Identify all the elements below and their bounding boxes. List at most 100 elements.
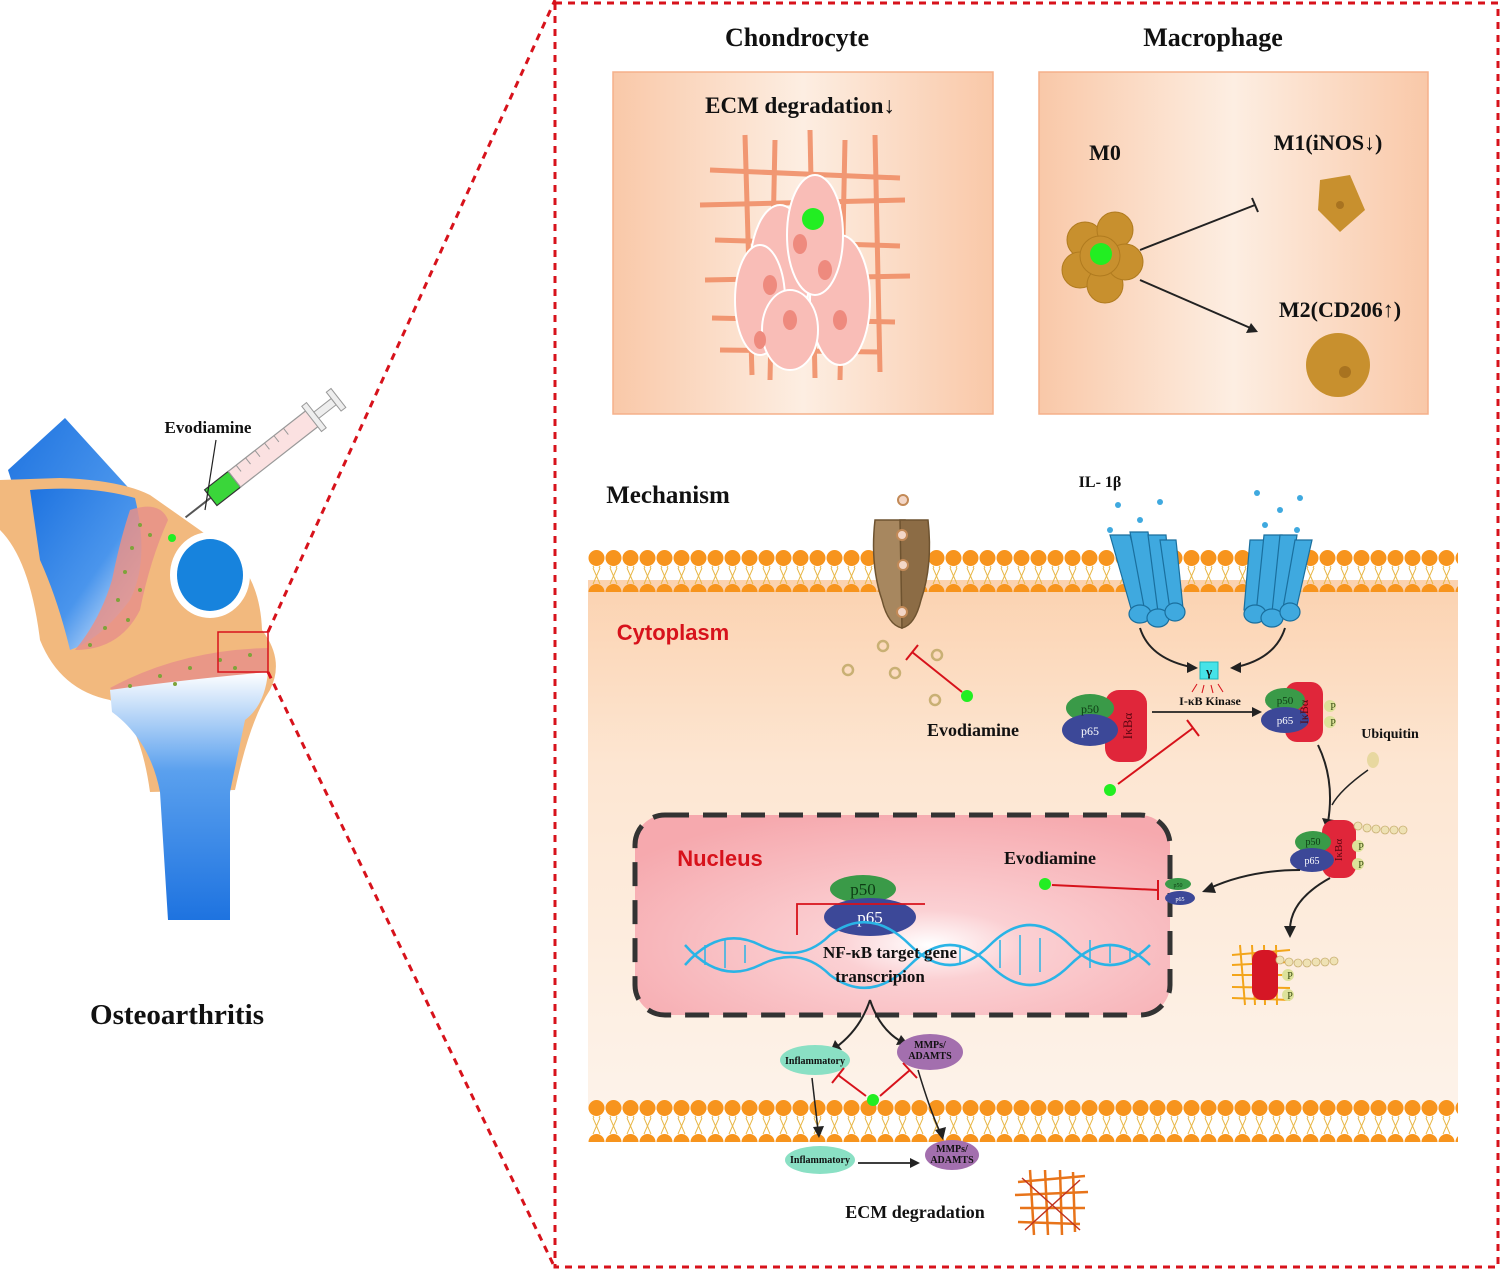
disease-title: Osteoarthritis (90, 999, 264, 1031)
cell-membrane-top (588, 540, 1458, 592)
drug-dot-secretion (867, 1094, 879, 1106)
drug-dot-channel (961, 690, 973, 702)
promote-m2-arrow (1139, 279, 1256, 331)
gene-transcription-line1: NF-κB target gene (823, 943, 958, 962)
m0-cell (1061, 211, 1144, 304)
output-arrow-inflammatory (834, 999, 871, 1049)
p-label-1: P (1330, 702, 1336, 713)
cytoplasm-label: Cytoplasm (617, 620, 729, 645)
zoom-box (217, 631, 269, 673)
secretion-arrowhead-mmps (935, 1127, 946, 1140)
drug-dot-nucleus (1039, 878, 1051, 890)
mmps-blob-2 (925, 1140, 979, 1170)
p-label-2: P (1330, 718, 1336, 729)
p-label-3: P (1358, 842, 1364, 853)
p50-label-small: p50 (1174, 883, 1183, 889)
secretion-arrow-inflammatory (811, 1077, 819, 1131)
promote-m2-head (1246, 323, 1258, 333)
inhibit-channel-line (911, 651, 963, 693)
macro-drug-dot (1090, 243, 1112, 265)
p-label-5: P (1287, 971, 1293, 982)
p50-label-1: p50 (1081, 702, 1099, 716)
ion-particles (841, 639, 944, 707)
m2-label: M2(CD206↑) (1279, 297, 1401, 322)
secretion-arrow-mmps (917, 1069, 941, 1133)
zoom-line-bottom (266, 671, 557, 1269)
inhibit-inflammatory-line (837, 1074, 867, 1097)
cartilage-dots (88, 523, 252, 688)
inhibit-mmps-line (879, 1069, 911, 1097)
inhibit-channel-bar (905, 644, 919, 661)
il1-receptor-2 (1243, 534, 1313, 628)
ikba-label-1: IκBα (1120, 713, 1135, 740)
ubiquitin-icon (1367, 752, 1379, 768)
inflammatory-blob-1 (780, 1045, 850, 1075)
inhibit-m1-bar (1251, 197, 1259, 213)
ubiquitination-arrow (1317, 744, 1331, 823)
mmps-label-2a: MMPs/ (936, 1144, 968, 1155)
chondro-drug-dot (802, 208, 824, 230)
receptor2-arrowhead (1230, 662, 1241, 673)
m1-label: M1(iNOS↓) (1274, 130, 1383, 155)
chondrocyte-effect: ECM degradation↓ (705, 93, 895, 118)
p-label-4: P (1358, 860, 1364, 871)
p65-label-small: p65 (1176, 897, 1185, 903)
drug-dot-ikk (1104, 784, 1116, 796)
p50-label-4: p50 (850, 880, 876, 899)
output-arrow-mmps (869, 999, 903, 1043)
il1b-label: IL- 1β (1079, 474, 1122, 491)
p65-label-1: p65 (1081, 724, 1099, 738)
m1-nucleus (1336, 201, 1344, 209)
chondrocyte-title: Chondrocyte (725, 23, 869, 52)
inhibit-ikk-bar (1186, 719, 1200, 737)
inflammatory-label-2: Inflammatory (790, 1155, 850, 1166)
secretion-arrowhead-inflammatory (813, 1126, 824, 1138)
ikk-label: I-κB Kinase (1179, 694, 1241, 708)
gamma-label: γ (1205, 664, 1212, 679)
drug-label-pointer (204, 439, 217, 511)
degradation-arrow (1289, 877, 1331, 931)
ikba-label-2: IκBα (1297, 699, 1311, 724)
ikba-degradation (1231, 944, 1339, 1006)
inhibit-ikk-line (1117, 727, 1194, 785)
tibia (110, 672, 268, 920)
p50-label-3: p50 (1306, 837, 1321, 848)
p50-label-2: p50 (1277, 695, 1294, 707)
il1-receptor-1 (1109, 531, 1186, 628)
p65-label-2: p65 (1277, 715, 1294, 727)
mmps-blob-1 (897, 1034, 963, 1070)
inflammatory-label-1: Inflammatory (785, 1056, 845, 1067)
zoom-line-top (266, 0, 557, 633)
ikk-activation-lines (1191, 683, 1224, 694)
evodiamine-label-1: Evodiamine (927, 720, 1019, 740)
syringe-icon (184, 387, 347, 519)
macrophage-title: Macrophage (1143, 23, 1283, 52)
cell-nuclei (754, 234, 847, 349)
inflammatory-blob-2 (785, 1146, 855, 1174)
ubiquitin-label: Ubiquitin (1361, 727, 1419, 742)
phosphorylation-arrowhead (1252, 707, 1262, 717)
ikba-label-3: IκBα (1333, 839, 1345, 862)
nfkb-release-arrowhead (1202, 882, 1216, 893)
nfkb-complex-phospho (1261, 682, 1336, 742)
gene-transcription-line2: transcripion (835, 967, 925, 986)
mmps-label-1a: MMPs/ (914, 1040, 946, 1051)
nucleus-label: Nucleus (677, 846, 763, 871)
m0-label: M0 (1089, 140, 1121, 165)
joint-illustration (0, 418, 276, 920)
ecm-degradation-label: ECM degradation (845, 1202, 985, 1222)
nfkb-complex-inactive (1062, 690, 1147, 762)
ecm-mesh-icon (1014, 1169, 1089, 1236)
zoom-frame (553, 1, 1500, 1269)
nuclear-p50 (830, 875, 896, 903)
evodiamine-label-2: Evodiamine (1004, 848, 1096, 868)
degradation-arrowhead (1284, 926, 1296, 938)
mechanism-title: Mechanism (606, 482, 730, 509)
small-p50 (1165, 878, 1191, 890)
mmps-label-1b: ADAMTS (908, 1051, 952, 1062)
nfkb-release-arrow (1209, 869, 1301, 889)
p-label-6: P (1287, 991, 1293, 1002)
patella (177, 539, 243, 611)
p65-label-3: p65 (1305, 856, 1320, 867)
